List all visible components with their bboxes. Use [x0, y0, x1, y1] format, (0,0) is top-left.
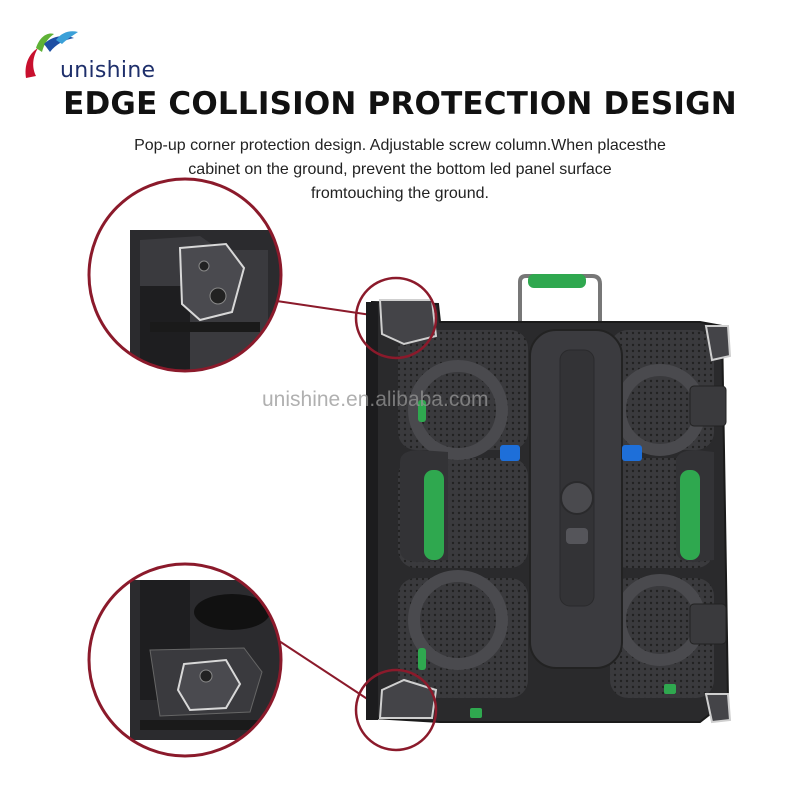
power-box-ribs: [559, 349, 595, 607]
mesh-panel: [610, 578, 714, 698]
green-latch: [418, 648, 426, 670]
callout-connector-bottom: [269, 634, 379, 707]
description-line: fromtouching the ground.: [311, 185, 489, 202]
top-handle-grip: [528, 274, 586, 288]
corner-protector-top-left: [378, 299, 438, 346]
top-corner-zoom-callout: [87, 177, 283, 373]
green-latch: [470, 708, 482, 718]
leaf-logo-icon: [25, 31, 78, 78]
leaf-green: [36, 33, 54, 52]
right-side-handle-grip: [680, 470, 700, 560]
structural-ring: [408, 360, 508, 460]
corner-protector-bottom-right: [704, 693, 732, 724]
corner-highlight-bottom: [354, 668, 438, 752]
led-cabinet: [366, 274, 732, 724]
power-box-badge: [560, 481, 594, 515]
corner-protector-top-right: [704, 325, 732, 362]
corner-highlight-top: [354, 276, 438, 360]
green-latch: [418, 400, 426, 422]
left-side-handle-grip: [424, 470, 444, 560]
description-line: Pop-up corner protection design. Adjusta…: [134, 137, 666, 154]
green-latch: [664, 684, 676, 694]
leaf-red: [25, 48, 38, 78]
lock-bar: [689, 385, 727, 427]
brand-logo: unishine: [22, 26, 156, 86]
bottom-corner-zoom-callout: [87, 562, 283, 758]
brand-name: unishine: [60, 58, 156, 83]
description-line: cabinet on the ground, prevent the botto…: [188, 161, 612, 178]
lock-bar: [689, 603, 727, 645]
page-title: EDGE COLLISION PROTECTION DESIGN: [63, 86, 737, 122]
mesh-panel: [610, 330, 714, 450]
watermark: unishine.en.alibaba.com: [262, 388, 489, 411]
corner-protector-bottom-left: [378, 678, 438, 719]
callout-connector-top: [269, 299, 379, 317]
leaf-cyan: [56, 31, 78, 44]
blue-connector: [500, 445, 520, 461]
blue-connector: [622, 445, 642, 461]
led-panel-edge: [366, 302, 378, 720]
power-box-label: [566, 528, 588, 544]
structural-ring: [408, 570, 508, 670]
description: Pop-up corner protection design. Adjusta…: [90, 134, 710, 206]
